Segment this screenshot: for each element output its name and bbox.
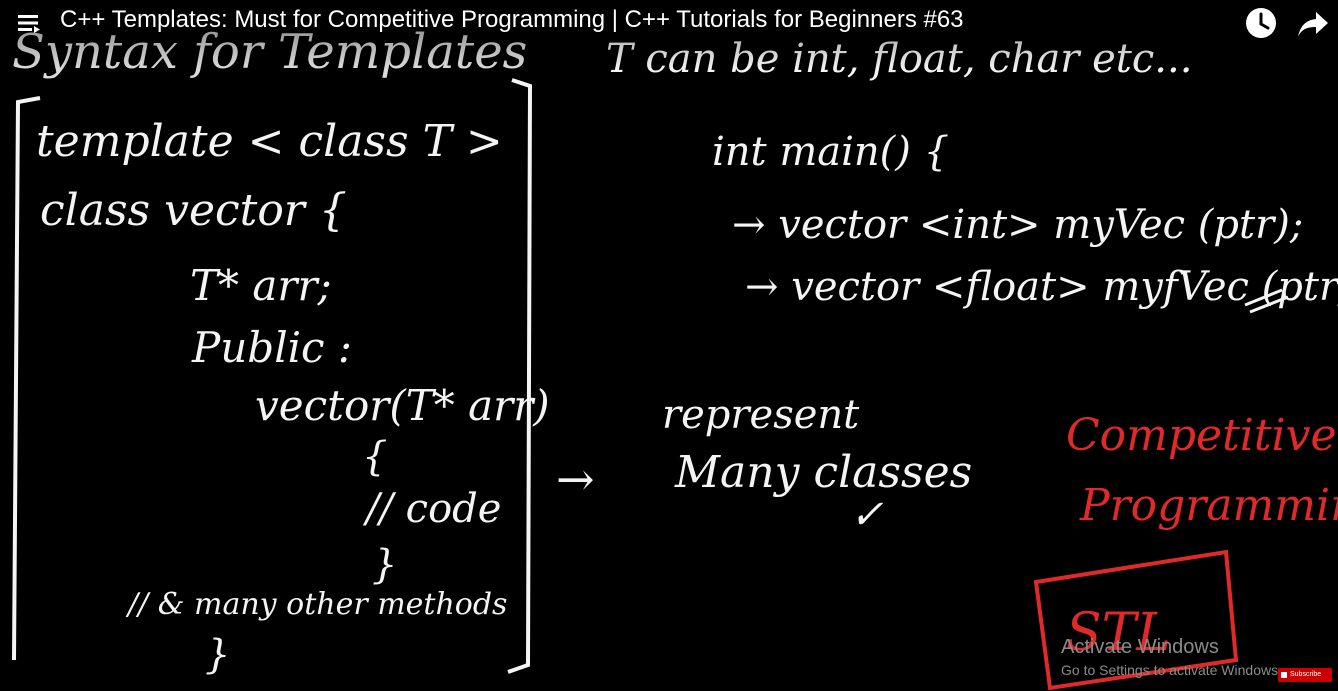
stl-text: STL	[1066, 603, 1171, 663]
main-line-2: → vector <int> myVec (ptr);	[732, 202, 1303, 248]
arrow-to-classes: →	[556, 452, 595, 506]
subscribe-badge[interactable]: Subscribe	[1278, 668, 1332, 682]
share-arrow-icon[interactable]	[1296, 6, 1330, 40]
top-overlay	[0, 0, 1338, 70]
main-line-3: → vector <float> myfVec (ptr);	[745, 264, 1338, 310]
underline-marks	[1244, 288, 1289, 314]
main-line-1: int main() {	[712, 129, 949, 175]
hamburger-menu-icon[interactable]	[18, 12, 40, 34]
activate-windows-subtitle: Go to Settings to activate Windows.	[1061, 662, 1282, 678]
code-line-class: class vector {	[40, 185, 347, 236]
code-line-open-brace: {	[362, 434, 387, 480]
left-bracket	[12, 96, 41, 661]
activate-windows-title: Activate Windows	[1061, 636, 1219, 658]
code-line-final-brace: }	[205, 632, 230, 678]
competitive-text: Competitive	[1066, 410, 1337, 461]
code-line-public: Public :	[191, 323, 352, 372]
represent-text: represent	[662, 392, 860, 438]
code-line-comment: // code	[362, 486, 501, 532]
many-classes-text: Many classes	[674, 447, 972, 498]
right-bracket	[507, 78, 533, 674]
code-line-constructor: vector(T* arr)	[255, 381, 550, 430]
stl-box	[1033, 549, 1239, 691]
clock-icon[interactable]	[1244, 6, 1278, 40]
check-mark: ✓	[850, 492, 884, 538]
code-line-other-methods: // & many other methods	[125, 587, 507, 622]
code-line-template: template < class T >	[36, 116, 503, 167]
code-line-member: T* arr;	[190, 261, 332, 310]
programming-text: Programming	[1079, 480, 1338, 531]
video-title[interactable]: C++ Templates: Must for Competitive Prog…	[60, 6, 964, 33]
code-line-close-brace: }	[372, 542, 397, 588]
